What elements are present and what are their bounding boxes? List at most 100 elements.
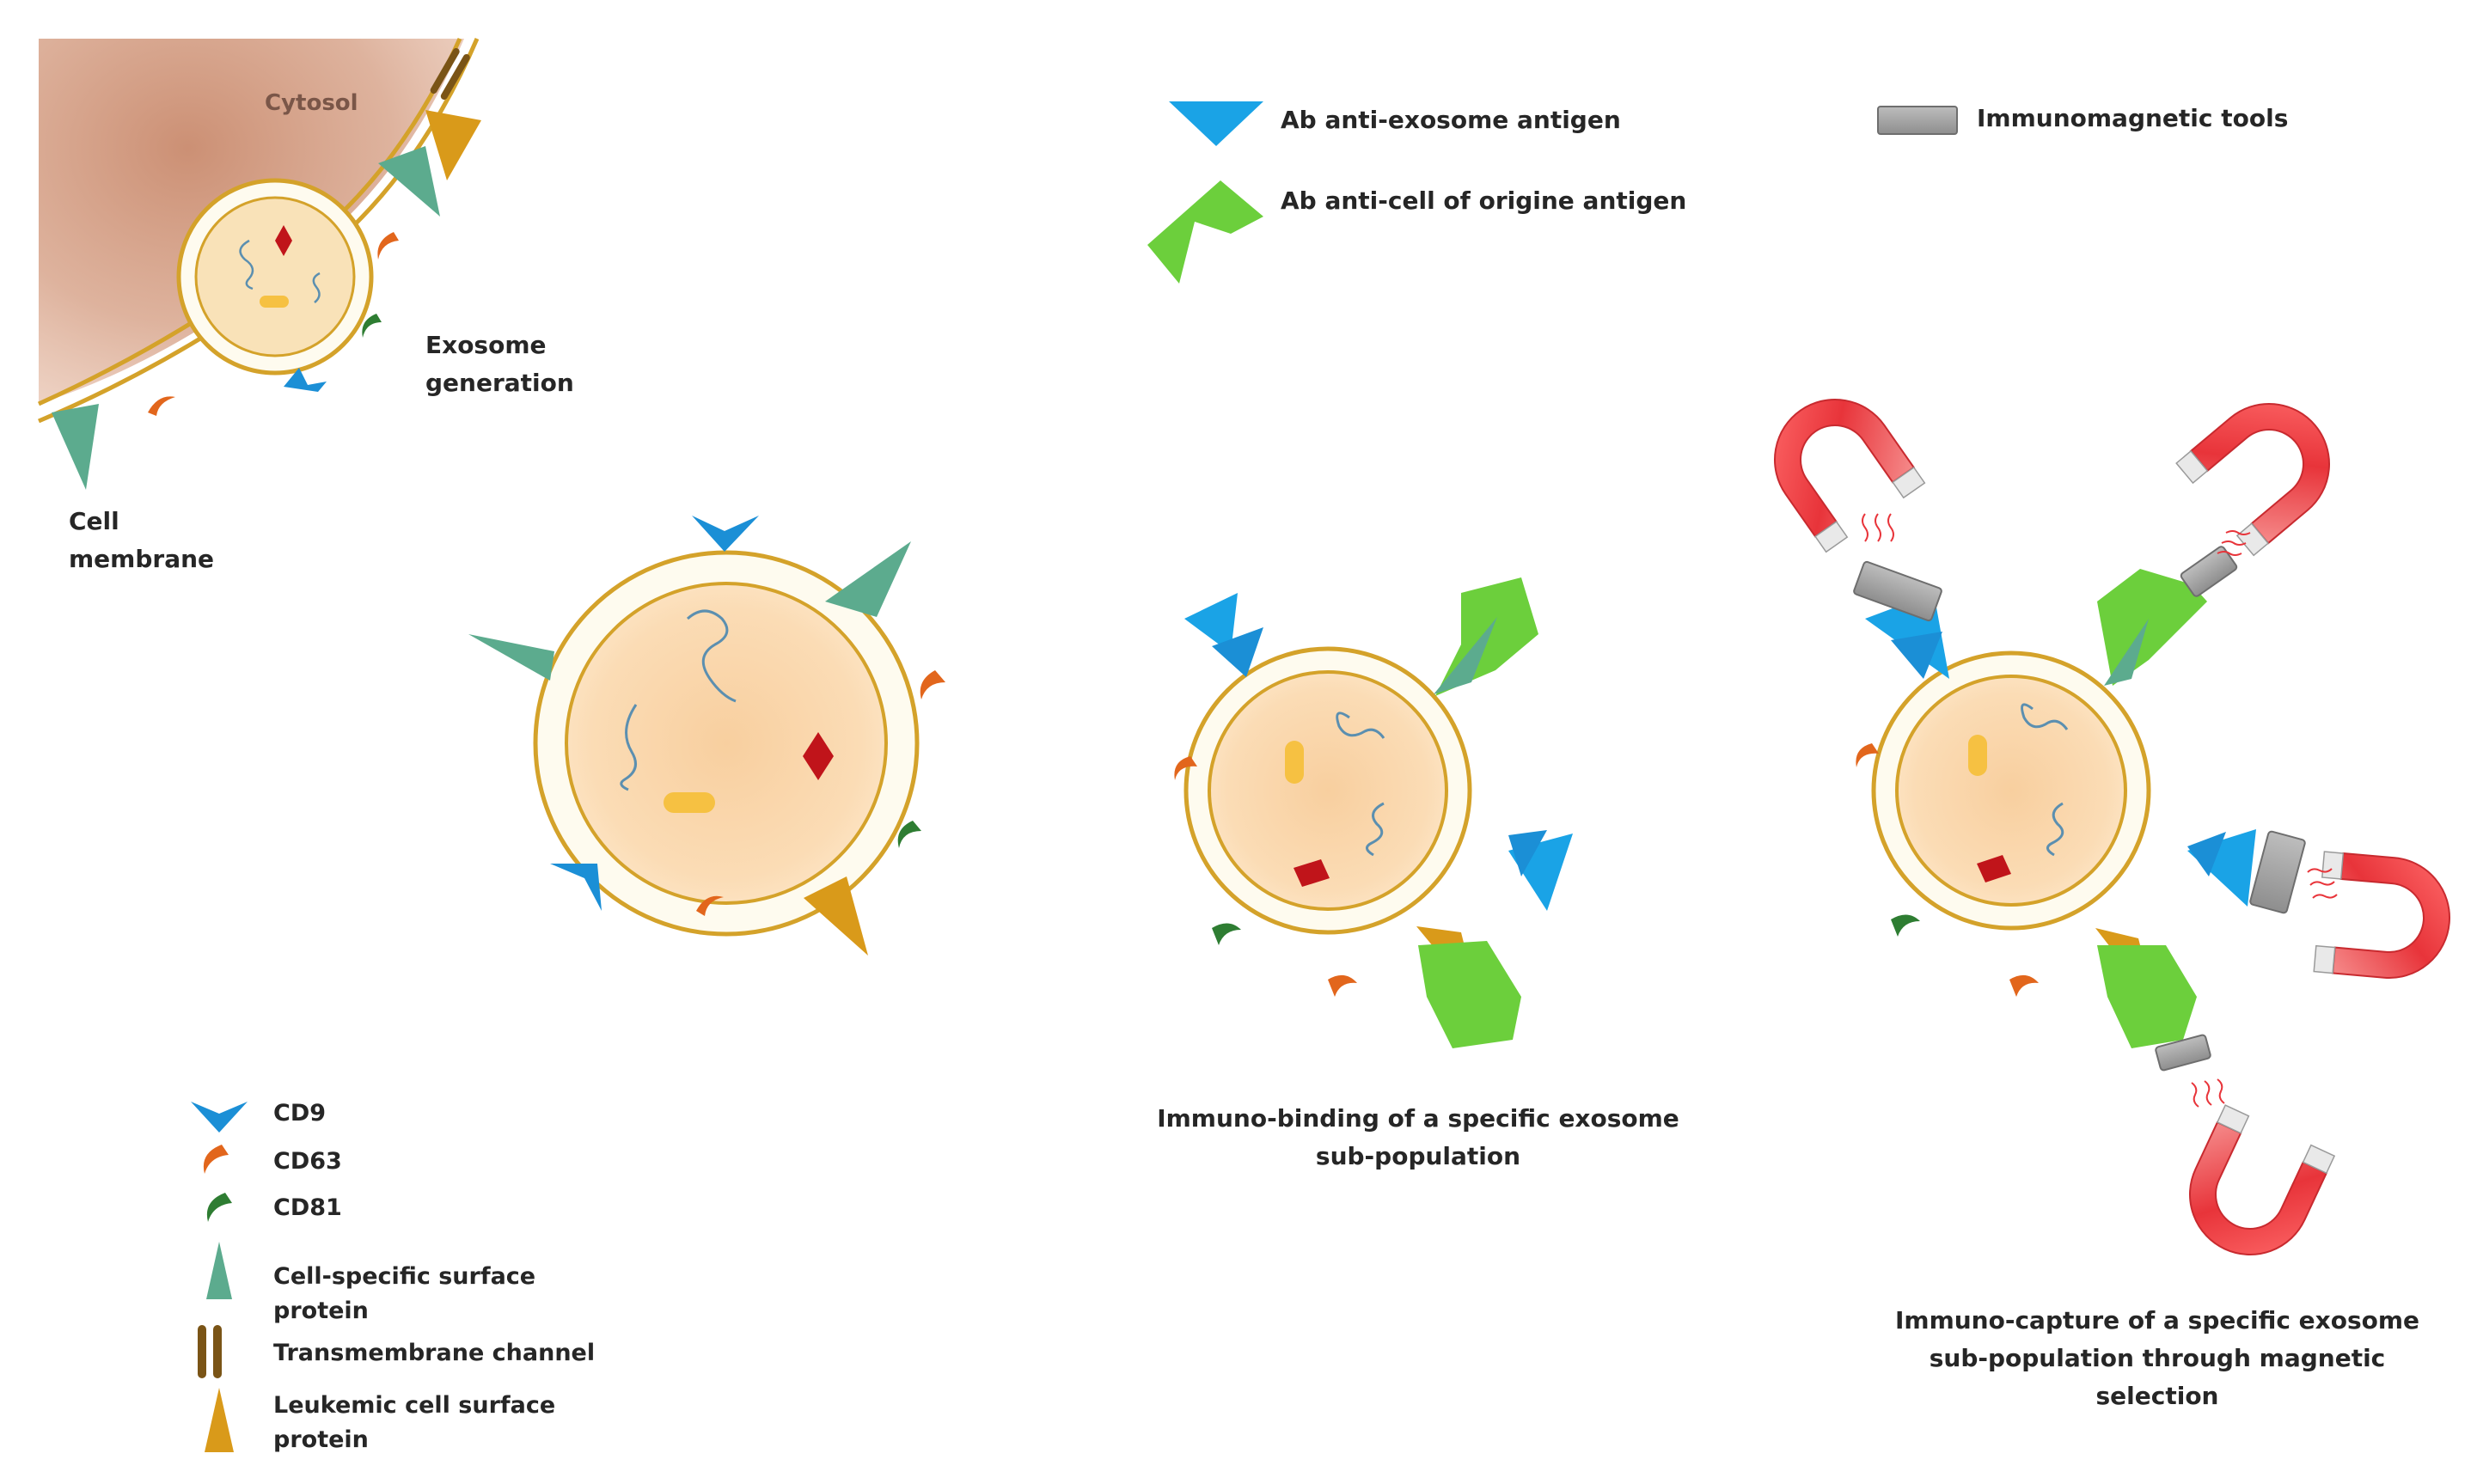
cd81-marker bbox=[1891, 914, 1920, 937]
cargo-red-diamond bbox=[1977, 855, 2011, 882]
immuno-binding-caption-line1: Immuno-binding of a specific exosome bbox=[1157, 1104, 1679, 1133]
cargo-yellow-capsule bbox=[1968, 735, 1987, 776]
cd81-marker bbox=[897, 821, 921, 848]
magnetic-field-icon bbox=[1862, 513, 1894, 542]
ab-anti-exosome-legend-label: Ab anti-exosome antigen bbox=[1281, 106, 1621, 134]
cell-membrane-label-line2: membrane bbox=[69, 545, 215, 573]
ab-anti-cell-origin bbox=[2097, 945, 2197, 1048]
ab-anti-exosome bbox=[1508, 830, 1547, 876]
ab-anti-cell-origin-icon bbox=[1147, 180, 1263, 284]
exosome-generation-label: Exosome generation bbox=[425, 327, 574, 402]
leukemic-protein bbox=[425, 110, 481, 180]
rna-strand bbox=[686, 609, 737, 703]
ab-anti-cell-origin-legend-label: Ab anti-cell of origine antigen bbox=[1281, 186, 1687, 215]
rna-strand bbox=[1336, 711, 1385, 739]
leukemic-protein-icon bbox=[205, 1388, 234, 1452]
cell-specific-protein bbox=[2104, 619, 2149, 686]
cargo-yellow-capsule bbox=[260, 296, 289, 308]
cell-specific-protein bbox=[52, 404, 99, 490]
cd63-marker bbox=[1328, 974, 1357, 997]
legend-transmembrane-label: Transmembrane channel bbox=[273, 1340, 596, 1366]
ab-anti-exosome-icon bbox=[1169, 101, 1263, 146]
rna-strand bbox=[2021, 703, 2069, 730]
ab-anti-exosome bbox=[2187, 832, 2226, 876]
cd81-marker bbox=[362, 314, 382, 338]
cd63-marker bbox=[377, 232, 399, 260]
rna-strand bbox=[2046, 802, 2064, 857]
immuno-capture-caption-line3: selection bbox=[2095, 1382, 2219, 1410]
cell-specific-protein bbox=[468, 634, 554, 681]
ab-anti-exosome bbox=[1212, 627, 1263, 677]
immunomagnetic-tools-legend-label: Immunomagnetic tools bbox=[1977, 104, 2289, 132]
legend-cell-specific-line2: protein bbox=[273, 1298, 369, 1324]
cd63-marker bbox=[1856, 743, 1879, 767]
cell-region: Cytosol bbox=[37, 37, 481, 490]
rna-strand bbox=[239, 239, 254, 290]
cd63-marker bbox=[1174, 756, 1197, 780]
cd63-marker bbox=[148, 396, 175, 416]
immuno-capture-exosome bbox=[1774, 399, 2450, 1255]
immuno-binding-caption-line2: sub-population bbox=[1315, 1142, 1521, 1170]
exosome-inner-membrane bbox=[565, 582, 888, 905]
immuno-capture-caption: Immuno-capture of a specific exosome sub… bbox=[1813, 1302, 2477, 1415]
legend-cell-specific-label: Cell-specific surface protein bbox=[273, 1260, 535, 1328]
magnet-icon bbox=[2313, 851, 2450, 979]
ab-anti-cell-origin bbox=[1418, 941, 1521, 1048]
rna-strand bbox=[312, 272, 321, 303]
ab-anti-exosome bbox=[1184, 593, 1238, 653]
immuno-binding-exosome bbox=[1174, 577, 1573, 1048]
cd63-icon bbox=[203, 1145, 229, 1174]
cell-specific-protein bbox=[825, 541, 911, 617]
legend-leukemic-line2: protein bbox=[273, 1426, 369, 1453]
immuno-capture-caption-line1: Immuno-capture of a specific exosome bbox=[1894, 1306, 2420, 1334]
legend-cd9-label: CD9 bbox=[273, 1100, 327, 1127]
budding-exosome-lumen bbox=[194, 196, 356, 357]
legend-cd63-label: CD63 bbox=[273, 1148, 342, 1175]
magnetic-field-icon bbox=[2307, 868, 2338, 899]
cell-specific-protein-icon bbox=[206, 1242, 232, 1299]
immunomagnetic-tool bbox=[2249, 830, 2306, 914]
exosome-generation-label-line2: generation bbox=[425, 369, 574, 397]
cd9-marker bbox=[550, 864, 602, 911]
legend-leukemic-line1: Leukemic cell surface bbox=[273, 1392, 556, 1419]
immunomagnetic-tool bbox=[1853, 560, 1942, 622]
rna-strand bbox=[1366, 802, 1385, 857]
cell-membrane-label-line1: Cell bbox=[69, 507, 119, 535]
central-exosome bbox=[468, 516, 945, 956]
magnetic-field-icon bbox=[2217, 530, 2251, 556]
antibody-legend bbox=[1147, 101, 1263, 284]
exosome-inner-membrane bbox=[1895, 675, 2127, 907]
cd81-marker bbox=[1212, 923, 1241, 945]
cell-membrane-label: Cell membrane bbox=[69, 503, 214, 578]
exosome-inner-membrane bbox=[1208, 670, 1448, 911]
cd63-marker bbox=[2009, 974, 2039, 997]
cd63-marker bbox=[696, 895, 724, 916]
immunomagnetic-tool bbox=[2155, 1034, 2211, 1072]
cd9-marker bbox=[284, 368, 327, 392]
cd63-marker bbox=[920, 670, 945, 699]
leukemic-protein bbox=[804, 876, 868, 956]
legend-cd81-label: CD81 bbox=[273, 1194, 342, 1221]
immuno-binding-caption: Immuno-binding of a specific exosome sub… bbox=[1074, 1100, 1762, 1176]
cd9-icon bbox=[191, 1102, 248, 1133]
cargo-red-diamond bbox=[275, 225, 292, 256]
legend-cell-specific-line1: Cell-specific surface bbox=[273, 1263, 536, 1290]
cell-specific-protein bbox=[1434, 617, 1497, 694]
immunomagnetic-tools-icon bbox=[1877, 106, 1958, 135]
cytosol-label: Cytosol bbox=[265, 90, 358, 116]
rna-strand bbox=[620, 704, 638, 791]
cd81-icon bbox=[206, 1193, 232, 1222]
magnet-icon bbox=[2175, 403, 2330, 557]
cargo-yellow-capsule bbox=[664, 792, 715, 813]
cargo-red-diamond bbox=[803, 732, 834, 780]
magnet-icon bbox=[1774, 399, 1926, 553]
cargo-red-diamond bbox=[1294, 859, 1330, 887]
magnetic-field-icon bbox=[2191, 1078, 2225, 1108]
cargo-yellow-capsule bbox=[1285, 741, 1304, 784]
exosome-generation-label-line1: Exosome bbox=[425, 331, 547, 359]
marker-legend-icons bbox=[191, 1102, 248, 1452]
transmembrane-channel bbox=[430, 47, 470, 101]
transmembrane-channel-icon bbox=[198, 1325, 222, 1378]
